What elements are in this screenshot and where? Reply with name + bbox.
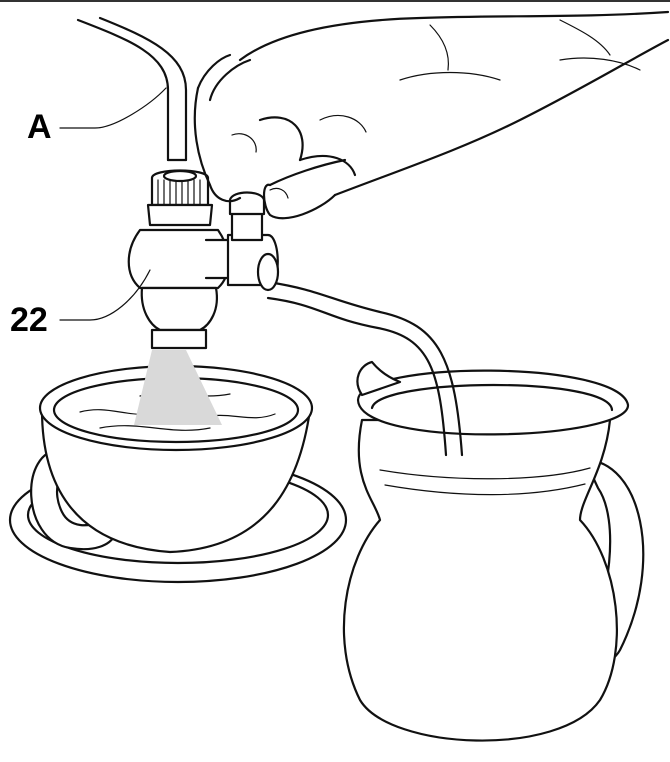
water-tube-a xyxy=(76,16,188,162)
milk-jug xyxy=(342,360,645,742)
hand xyxy=(193,10,670,220)
steam-hose xyxy=(266,280,464,457)
callout-label-22: 22 xyxy=(10,301,48,339)
leader-line-22 xyxy=(59,269,151,321)
callout-label-a: A xyxy=(27,108,52,146)
nozzle-22 xyxy=(127,169,280,350)
leader-line-a xyxy=(59,87,167,129)
steam-jet xyxy=(134,350,222,425)
